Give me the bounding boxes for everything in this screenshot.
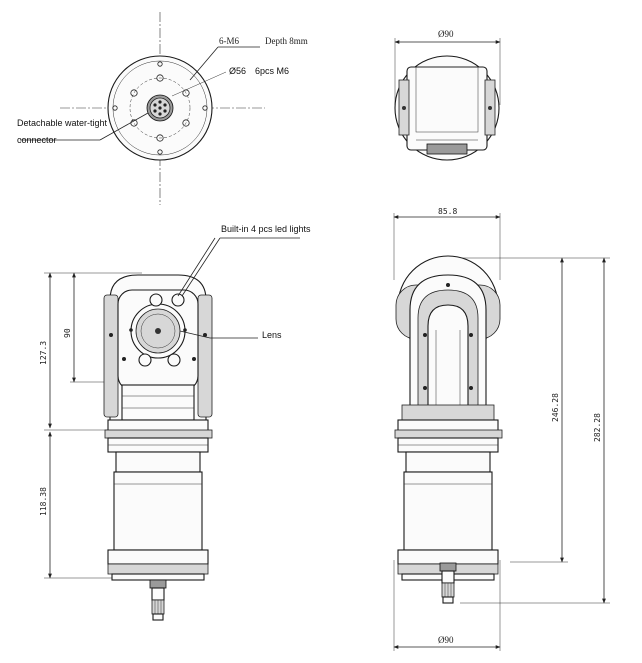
front-view <box>44 237 300 621</box>
led-label: Built-in 4 pcs led lights <box>221 224 311 234</box>
connector-label-2: connector <box>17 135 57 145</box>
pcd-spec: Ø56 <box>229 66 246 76</box>
bottom-flange-view <box>20 12 265 205</box>
depth-spec: Depth 8mm <box>265 36 308 46</box>
head-height-dim: 90 <box>63 328 72 338</box>
led-light <box>138 353 152 367</box>
led-light <box>167 353 181 367</box>
side-width-dim: 85.8 <box>438 207 457 216</box>
base-height-dim: 118.38 <box>39 487 48 516</box>
led-light <box>149 293 163 307</box>
thread-spec: 6-M6 <box>219 36 239 46</box>
lens-label: Lens <box>262 330 282 340</box>
total-height-dim: 282.28 <box>593 413 602 442</box>
mid-height-dim: 246.28 <box>551 393 560 422</box>
connector-face <box>146 94 174 122</box>
top-diameter-dim: Ø90 <box>438 29 454 39</box>
bottom-diameter-dim: Ø90 <box>438 635 454 645</box>
connector-label: Detachable water-tight <box>17 118 108 128</box>
side-view <box>393 213 610 651</box>
holes-spec: 6pcs M6 <box>255 66 289 76</box>
upper-height-dim: 127.3 <box>39 341 48 365</box>
led-light <box>171 293 185 307</box>
top-view <box>394 38 501 161</box>
